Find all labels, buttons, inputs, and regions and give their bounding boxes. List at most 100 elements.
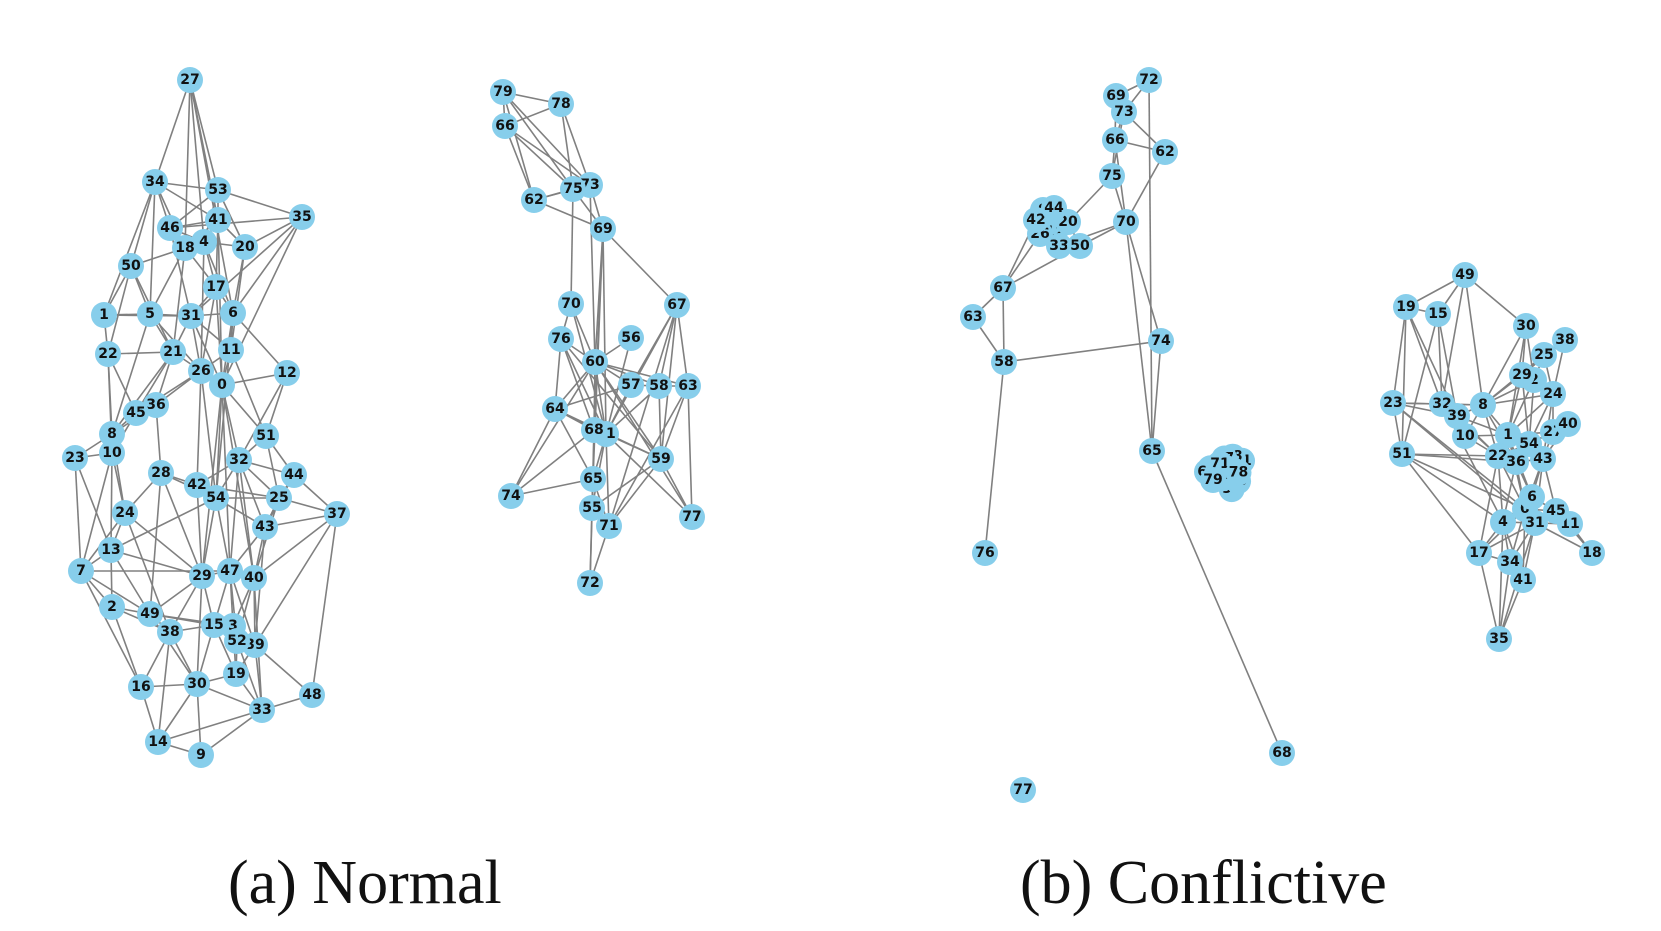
normal-edge-34-5 — [149, 181, 156, 315]
normal-node-78-circle — [548, 91, 574, 117]
conflictive-node-6-circle — [1519, 484, 1545, 510]
conflictive-node-38: 38 — [1552, 327, 1578, 353]
conflictive-node-40: 40 — [1555, 411, 1581, 437]
normal-node-71-label: 71 — [599, 518, 618, 534]
conflictive-node-58: 58 — [991, 349, 1017, 375]
normal-node-31: 31 — [178, 303, 204, 329]
normal-node-20: 20 — [232, 234, 258, 260]
normal-node-72: 72 — [577, 570, 603, 596]
normal-node-60: 60 — [582, 349, 608, 375]
normal-edge-33-14 — [157, 709, 263, 743]
normal-node-13-label: 13 — [101, 542, 120, 558]
normal-node-74-circle — [498, 483, 524, 509]
normal-node-77-circle — [679, 504, 705, 530]
normal-edge-17-26 — [200, 286, 217, 372]
conflictive-node-54: 54 — [1516, 431, 1542, 457]
conflictive-node-68-circle — [1269, 740, 1295, 766]
normal-node-57-label: 57 — [621, 377, 640, 393]
conflictive-node-23: 23 — [1380, 390, 1406, 416]
normal-node-0-circle — [209, 372, 235, 398]
conflictive-node-79-label: 79 — [1203, 472, 1222, 488]
normal-edge-79-75 — [502, 91, 574, 190]
normal-node-71: 71 — [596, 513, 622, 539]
conflictive-node-62-circle — [1152, 139, 1178, 165]
normal-edge-60-63 — [594, 361, 689, 387]
normal-node-70-circle — [558, 291, 584, 317]
normal-node-34-circle — [142, 169, 168, 195]
normal-node-23: 23 — [62, 445, 88, 471]
conflictive-node-50-label: 50 — [1070, 238, 1090, 254]
normal-edge-7-16 — [80, 570, 142, 688]
normal-edge-0-29 — [201, 384, 223, 577]
normal-node-21-circle — [160, 339, 186, 365]
normal-node-71-circle — [596, 513, 622, 539]
normal-edge-42-29 — [196, 484, 203, 577]
normal-node-16-label: 16 — [131, 679, 150, 695]
normal-edge-28-29 — [160, 472, 203, 577]
conflictive-node-18-label: 18 — [1582, 545, 1601, 561]
normal-node-75: 75 — [560, 176, 586, 202]
conflictive-node-65-label: 65 — [1142, 443, 1161, 459]
normal-node-74-label: 74 — [501, 488, 521, 504]
conflictive-node-74-circle — [1148, 328, 1174, 354]
conflictive-node-73-label: 73 — [1114, 104, 1133, 120]
normal-node-69-circle — [590, 216, 616, 242]
conflictive-node-72-circle — [1136, 67, 1162, 93]
normal-node-36-label: 36 — [146, 397, 165, 413]
normal-edge-27-18 — [184, 79, 191, 249]
normal-edge-21-8 — [111, 351, 174, 435]
conflictive-node-39-circle — [1444, 403, 1470, 429]
conflictive-node-58-circle — [991, 349, 1017, 375]
conflictive-node-54-circle — [1516, 431, 1542, 457]
normal-edge-67-71 — [608, 304, 678, 527]
normal-node-52-circle — [224, 628, 250, 654]
conflictive-node-66-label: 66 — [1105, 132, 1124, 148]
normal-node-16-circle — [128, 674, 154, 700]
conflictive-node-39-label: 39 — [1447, 408, 1466, 424]
caption-normal: (a) Normal — [228, 849, 502, 917]
normal-node-43-label: 43 — [255, 519, 274, 535]
conflictive-edge-72-65 — [1148, 79, 1153, 452]
normal-edge-79-62 — [502, 91, 535, 201]
conflictive-node-36-label: 36 — [1506, 454, 1525, 470]
conflictive-node-15-label: 15 — [1428, 306, 1447, 322]
normal-edge-65-74 — [510, 478, 594, 497]
conflictive-node-45-circle — [1543, 498, 1569, 524]
normal-edge-50-22 — [107, 265, 132, 355]
conflictive-node-74-label: 74 — [1151, 333, 1171, 349]
normal-node-75-label: 75 — [563, 181, 582, 197]
normal-node-33: 33 — [249, 697, 275, 723]
normal-node-1-circle — [91, 302, 117, 328]
conflictive-node-49-circle — [1452, 262, 1478, 288]
normal-edge-23-7 — [74, 457, 82, 572]
conflictive-node-4-label: 4 — [1498, 514, 1508, 530]
conflictive-node-49: 49 — [1452, 262, 1478, 288]
normal-node-28: 28 — [148, 460, 174, 486]
normal-node-42: 42 — [184, 472, 210, 498]
normal-node-36: 36 — [143, 392, 169, 418]
conflictive-node-24: 24 — [1540, 381, 1566, 407]
normal-edge-53-35 — [217, 189, 303, 218]
normal-node-26: 26 — [188, 358, 214, 384]
conflictive-edge-19-51 — [1401, 306, 1407, 455]
conflictive-node-75: 75 — [1099, 163, 1125, 189]
normal-node-47-label: 47 — [220, 563, 239, 579]
normal-edge-17-0 — [215, 286, 223, 386]
normal-node-8-circle — [99, 421, 125, 447]
normal-edge-75-70 — [570, 188, 574, 305]
normal-node-37-label: 37 — [327, 506, 346, 522]
conflictive-node-35-circle — [1486, 626, 1512, 652]
conflictive-node-63: 63 — [960, 304, 986, 330]
normal-node-7: 7 — [68, 558, 94, 584]
normal-node-14: 14 — [145, 729, 171, 755]
normal-node-59-circle — [648, 446, 674, 472]
conflictive-node-29-circle — [1509, 362, 1535, 388]
conflictive-node-38-circle — [1552, 327, 1578, 353]
normal-node-69: 69 — [590, 216, 616, 242]
normal-node-1-label: 1 — [99, 307, 109, 323]
normal-node-78-label: 78 — [551, 96, 570, 112]
normal-node-37-circle — [324, 501, 350, 527]
conflictive-node-63-circle — [960, 304, 986, 330]
normal-node-77: 77 — [679, 504, 705, 530]
conflictive-node-17-label: 17 — [1469, 545, 1488, 561]
